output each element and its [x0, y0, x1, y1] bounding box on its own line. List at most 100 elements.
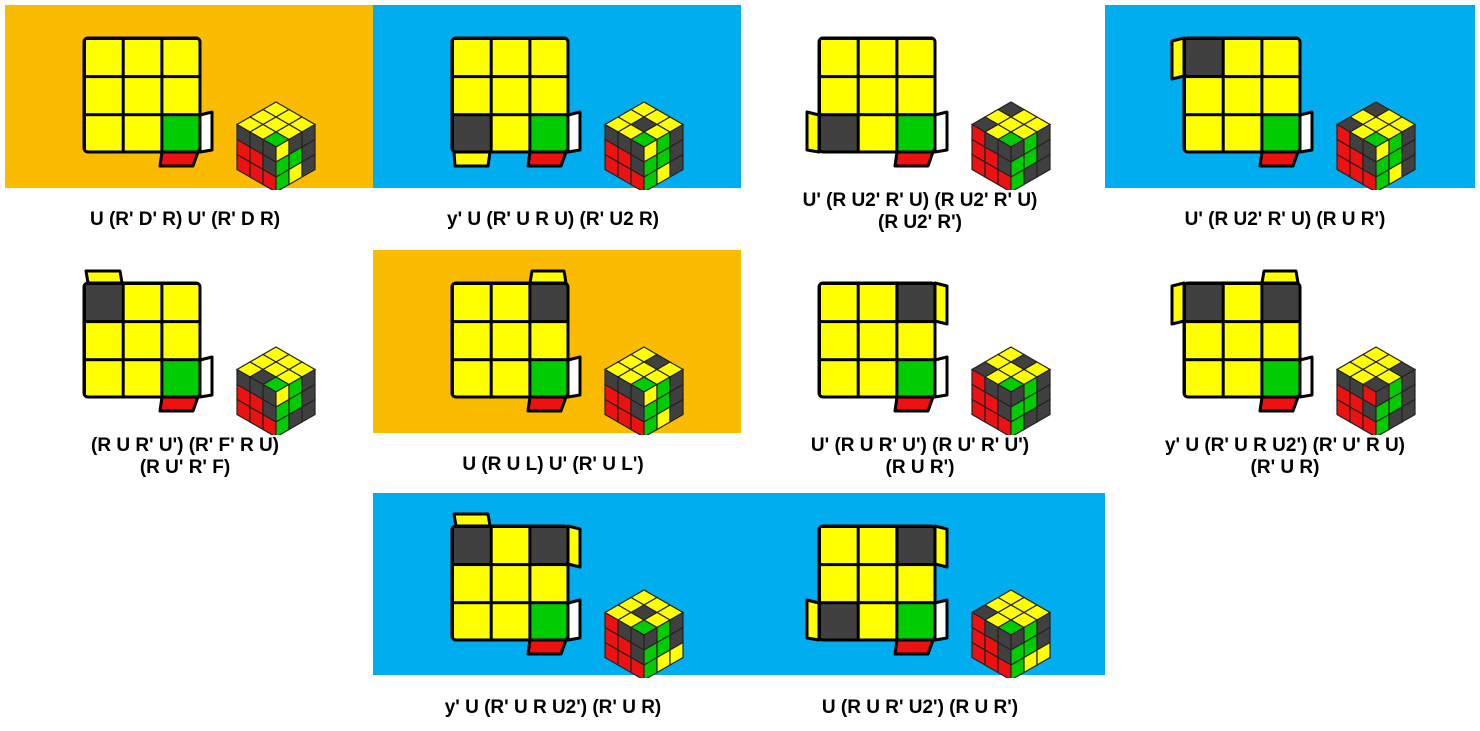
top-face-sticker [531, 566, 567, 601]
top-face-sticker [531, 361, 567, 396]
cube-3d-icon [1337, 347, 1415, 435]
side-sticker-b-right-red [160, 397, 198, 411]
top-face-sticker [125, 361, 161, 396]
side-sticker-b-right-red [1260, 152, 1298, 166]
top-face-sticker [1263, 361, 1299, 396]
top-face-sticker [163, 323, 199, 358]
top-face-sticker [860, 566, 896, 601]
algorithm-caption: y' U (R' U R U2') (R' U R) [368, 697, 738, 719]
case-diagram [368, 0, 738, 190]
top-face-sticker [86, 323, 122, 358]
top-face-sticker [821, 361, 857, 396]
top-face-sticker [493, 528, 529, 563]
algorithm-line: y' U (R' U R U2') (R' U R) [368, 697, 738, 719]
side-sticker-r-top-yellow [935, 283, 947, 324]
algorithm-caption: U (R U R' U2') (R U R') [735, 697, 1105, 719]
top-face-sticker [821, 604, 857, 639]
top-face-sticker [860, 323, 896, 358]
algorithm-line: (R U R' U') (R' F' R U) [0, 435, 370, 457]
side-sticker-b-right-red [895, 397, 933, 411]
side-sticker-b-right-red [895, 640, 933, 654]
algorithm-line-continued: (R U2' R') [735, 212, 1105, 234]
top-face-sticker [454, 604, 490, 639]
top-face-sticker [898, 361, 934, 396]
algorithm-caption: U' (R U2' R' U) (R U R') [1100, 209, 1470, 231]
cube-3d-icon [605, 347, 683, 435]
case-diagram [368, 245, 738, 435]
oll-case-card: y' U (R' U R U2') (R' U' R U)(R' U R) [1100, 245, 1470, 488]
top-face-sticker [821, 40, 857, 75]
side-sticker-l-bottom-yellow [807, 112, 819, 152]
top-face-sticker [1263, 116, 1299, 151]
top-face-sticker [1186, 116, 1222, 151]
top-face-sticker [1263, 323, 1299, 358]
algorithm-line-continued: (R' U R) [1100, 457, 1470, 479]
side-sticker-r-bottom-white [935, 600, 947, 640]
top-face-sticker [125, 40, 161, 75]
side-sticker-t-right-yellow [530, 271, 566, 283]
top-face-sticker [86, 116, 122, 151]
oll-case-card: U' (R U R' U') (R U' R' U')(R U R') [735, 245, 1105, 488]
top-face-sticker [1186, 78, 1222, 113]
side-sticker-b-right-red [160, 152, 198, 166]
top-face-sticker [1225, 361, 1261, 396]
case-diagram [1100, 245, 1470, 435]
top-face-sticker [493, 78, 529, 113]
algorithm-line: U' (R U R' U') (R U' R' U') [735, 435, 1105, 457]
top-face-sticker [454, 566, 490, 601]
top-face-sticker [454, 40, 490, 75]
top-face-sticker [1225, 285, 1261, 320]
oll-case-card: (R U R' U') (R' F' R U)(R U' R' F) [0, 245, 370, 488]
algorithm-line: U (R U R' U2') (R U R') [735, 697, 1105, 719]
top-face-sticker [1225, 78, 1261, 113]
top-face-sticker [493, 566, 529, 601]
top-face-sticker [1186, 40, 1222, 75]
top-face-sticker [1225, 323, 1261, 358]
cube-3d-icon [972, 102, 1050, 190]
top-face-sticker [898, 116, 934, 151]
oll-case-card: U' (R U2' R' U) (R U R') [1100, 0, 1470, 243]
side-sticker-b-left-yellow [454, 152, 490, 166]
top-face-sticker [125, 78, 161, 113]
top-face-sticker [1263, 285, 1299, 320]
top-face-sticker [125, 323, 161, 358]
algorithm-caption: U (R U L) U' (R' U L') [368, 454, 738, 476]
top-face-sticker [454, 323, 490, 358]
top-face-sticker [163, 116, 199, 151]
cube-3d-icon [972, 347, 1050, 435]
algorithm-line-continued: (R U' R' F) [0, 457, 370, 479]
case-diagram [0, 0, 370, 190]
side-sticker-t-left-yellow [86, 271, 122, 283]
top-face-sticker [531, 528, 567, 563]
top-face-sticker [531, 78, 567, 113]
cube-3d-icon [237, 347, 315, 435]
side-sticker-r-bottom-white [568, 112, 580, 152]
top-face-sticker [531, 323, 567, 358]
algorithm-line: y' U (R' U R U2') (R' U' R U) [1100, 435, 1470, 457]
side-sticker-t-left-yellow [454, 514, 490, 526]
side-sticker-b-right-red [895, 152, 933, 166]
top-face-sticker [821, 323, 857, 358]
cube-3d-icon [605, 102, 683, 190]
top-face-sticker [1263, 40, 1299, 75]
algorithm-caption: y' U (R' U R U2') (R' U' R U)(R' U R) [1100, 435, 1470, 479]
algorithm-line-continued: (R U R') [735, 457, 1105, 479]
side-sticker-b-right-red [1260, 397, 1298, 411]
top-face-sticker [898, 78, 934, 113]
top-face-sticker [531, 40, 567, 75]
side-sticker-b-right-red [528, 152, 566, 166]
side-sticker-r-top-yellow [568, 526, 580, 567]
side-sticker-t-right-yellow [1262, 271, 1298, 283]
top-face-sticker [860, 40, 896, 75]
top-face-sticker [821, 285, 857, 320]
case-diagram [368, 488, 738, 678]
top-face-sticker [531, 604, 567, 639]
oll-case-card: U (R U R' U2') (R U R') [735, 488, 1105, 731]
side-sticker-r-top-yellow [935, 526, 947, 567]
top-face-sticker [898, 566, 934, 601]
top-face-sticker [860, 116, 896, 151]
cube-3d-icon [605, 590, 683, 678]
side-sticker-l-top-yellow [1172, 283, 1184, 324]
algorithm-line: U' (R U2' R' U) (R U R') [1100, 209, 1470, 231]
side-sticker-r-bottom-white [1300, 112, 1312, 152]
